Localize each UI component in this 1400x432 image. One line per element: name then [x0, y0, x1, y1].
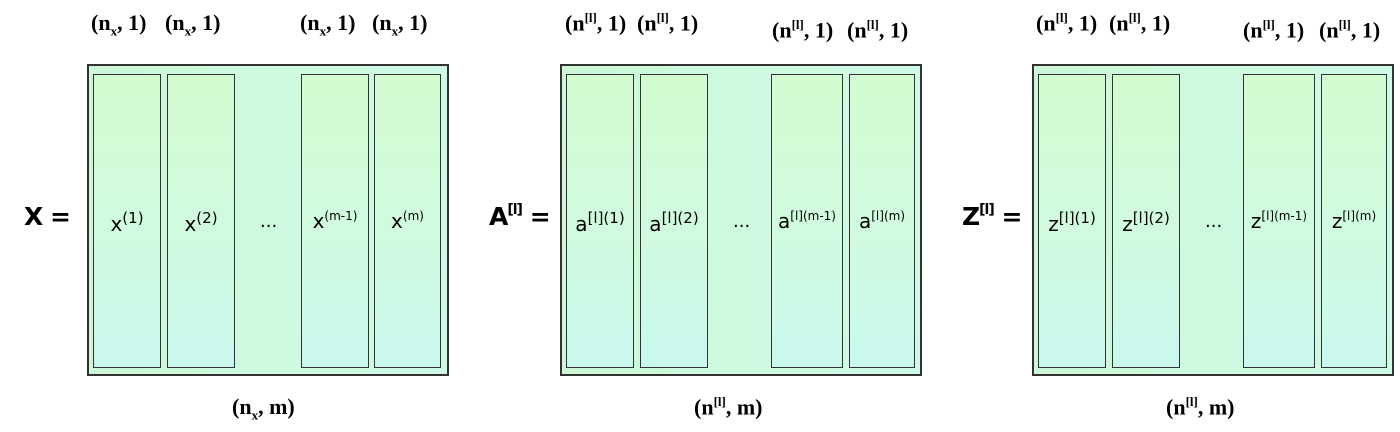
- column-z-m: z[l](m): [1321, 74, 1387, 368]
- bottom-dim-z: (n[l], m): [1166, 394, 1235, 420]
- column-label: x(1): [110, 209, 144, 236]
- column-a-1: a[l](1): [566, 74, 634, 368]
- matrix-x: x(1) x(2) ... x(m-1) x(m): [87, 64, 449, 376]
- column-z-1: z[l](1): [1038, 74, 1106, 368]
- top-dim-x-4: (nx, 1): [372, 10, 428, 39]
- top-dim-x-2: (nx, 1): [165, 10, 221, 39]
- top-dim-a-2: (n[l], 1): [637, 10, 699, 36]
- top-dim-z-2: (n[l], 1): [1109, 10, 1171, 36]
- column-a-m-1: a[l](m-1): [771, 74, 843, 368]
- top-dim-z-4: (n[l], 1): [1319, 17, 1381, 43]
- column-label: x(m): [391, 209, 424, 233]
- column-label: a[l](m): [858, 209, 905, 233]
- column-a-m: a[l](m): [849, 74, 915, 368]
- column-x-m-1: x(m-1): [301, 74, 369, 368]
- bottom-dim-a: (n[l], m): [694, 394, 763, 420]
- column-label: z[l](m): [1331, 209, 1377, 233]
- ellipsis: ...: [260, 211, 278, 232]
- matrix-z: z[l](1) z[l](2) ... z[l](m-1) z[l](m): [1032, 64, 1394, 376]
- column-label: z[l](2): [1122, 209, 1170, 236]
- column-label: x(2): [184, 209, 218, 236]
- column-z-2: z[l](2): [1112, 74, 1180, 368]
- lhs-a: A[l] =: [489, 202, 551, 231]
- column-x-2: x(2): [167, 74, 235, 368]
- top-dim-a-4: (n[l], 1): [847, 17, 909, 43]
- column-label: z[l](m-1): [1250, 209, 1308, 233]
- column-label: x(m-1): [312, 209, 358, 233]
- lhs-x: X =: [24, 202, 71, 231]
- column-x-m: x(m): [374, 74, 441, 368]
- top-dim-z-3: (n[l], 1): [1243, 17, 1305, 43]
- column-a-2: a[l](2): [640, 74, 708, 368]
- ellipsis: ...: [1205, 211, 1223, 232]
- column-label: a[l](1): [575, 209, 625, 236]
- ellipsis: ...: [733, 211, 751, 232]
- lhs-z: Z[l] =: [962, 202, 1022, 231]
- bottom-dim-x: (nx, m): [232, 394, 295, 423]
- column-label: z[l](1): [1048, 209, 1096, 236]
- top-dim-x-3: (nx, 1): [300, 10, 356, 39]
- top-dim-x-1: (nx, 1): [91, 10, 147, 39]
- column-label: a[l](2): [649, 209, 699, 236]
- column-z-m-1: z[l](m-1): [1243, 74, 1315, 368]
- top-dim-a-1: (n[l], 1): [565, 10, 627, 36]
- top-dim-a-3: (n[l], 1): [772, 17, 834, 43]
- column-label: a[l](m-1): [778, 209, 836, 233]
- top-dim-z-1: (n[l], 1): [1036, 10, 1098, 36]
- matrix-a: a[l](1) a[l](2) ... a[l](m-1) a[l](m): [560, 64, 922, 376]
- column-x-1: x(1): [93, 74, 161, 368]
